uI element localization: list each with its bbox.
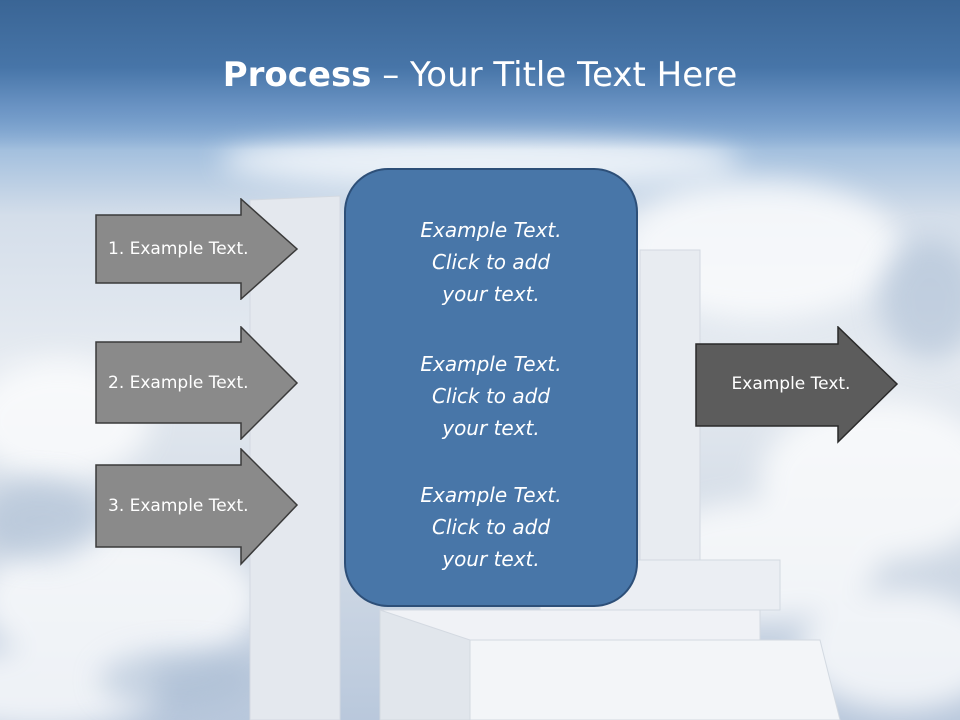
- center-paragraph-2: Example Text. Click to add your text.: [346, 348, 636, 444]
- paragraph-line: Example Text.: [420, 218, 562, 242]
- center-content-box[interactable]: Example Text. Click to add your text. Ex…: [344, 168, 638, 607]
- paragraph-line: Example Text.: [420, 483, 562, 507]
- process-arrow-3[interactable]: 3. Example Text.: [95, 448, 299, 566]
- paragraph-line: your text.: [442, 282, 540, 306]
- title-bar: [0, 0, 960, 150]
- arrow-right-icon: [95, 326, 299, 440]
- center-paragraph-1: Example Text. Click to add your text.: [346, 214, 636, 310]
- title-bold-text: Process: [222, 55, 372, 95]
- process-arrow-2[interactable]: 2. Example Text.: [95, 326, 299, 440]
- center-paragraph-3: Example Text. Click to add your text.: [346, 479, 636, 575]
- title-regular-text: – Your Title Text Here: [371, 55, 738, 95]
- result-arrow-label: Example Text.: [731, 374, 851, 394]
- paragraph-line: your text.: [442, 416, 540, 440]
- arrow-label-3: 3. Example Text.: [108, 496, 249, 516]
- arrow-label-2: 2. Example Text.: [108, 373, 249, 393]
- arrow-right-icon: [695, 326, 899, 444]
- paragraph-line: Example Text.: [420, 352, 562, 376]
- slide-title[interactable]: Process – Your Title Text Here: [0, 52, 960, 98]
- arrow-label-1: 1. Example Text.: [108, 239, 249, 259]
- process-arrow-1[interactable]: 1. Example Text.: [95, 198, 299, 300]
- paragraph-line: Click to add: [431, 515, 551, 539]
- arrow-right-icon: [95, 448, 299, 566]
- arrow-right-icon: [95, 198, 299, 300]
- paragraph-line: your text.: [442, 547, 540, 571]
- paragraph-line: Click to add: [431, 250, 551, 274]
- paragraph-line: Click to add: [431, 384, 551, 408]
- result-arrow[interactable]: Example Text.: [695, 326, 899, 444]
